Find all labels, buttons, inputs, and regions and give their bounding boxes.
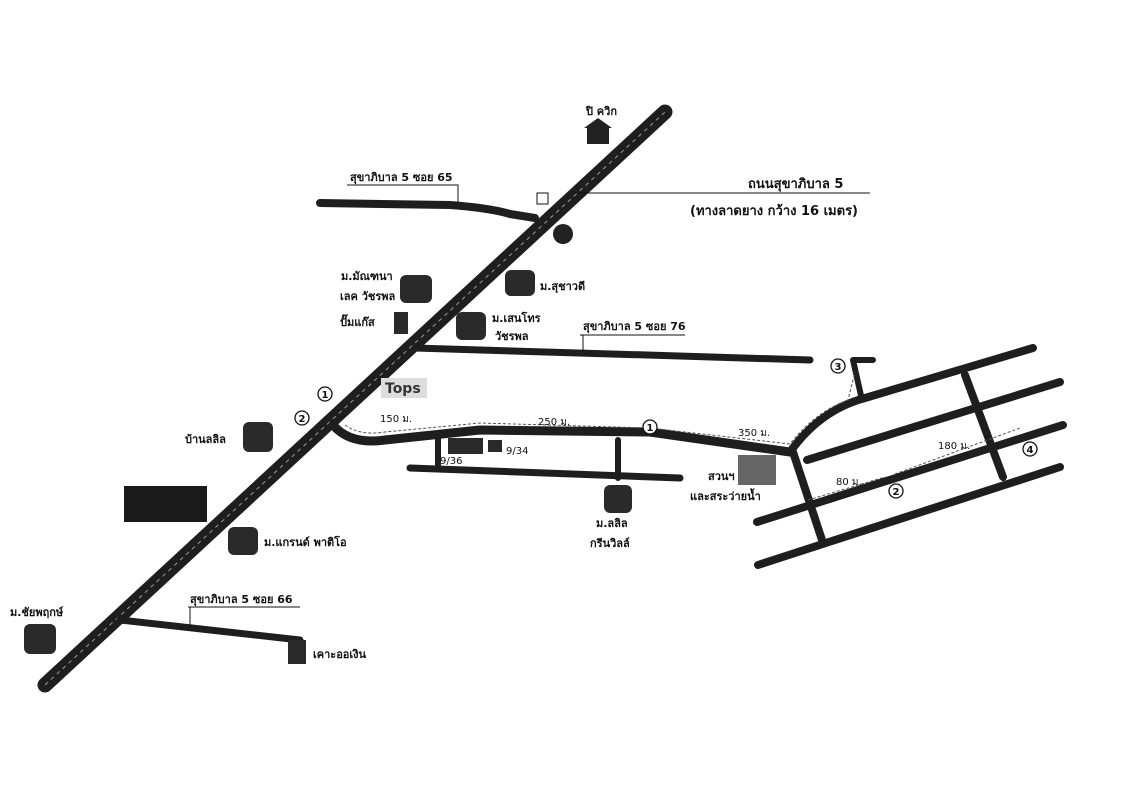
gas-station-icon [394,312,408,334]
svg-text:4: 4 [1027,445,1034,456]
marker-3: 3 [830,358,846,374]
street-labels: ถนนสุขาภิบาล 5 (ทางลาดยาง กว้าง 16 เมตร)… [188,171,870,627]
address-label: 9/34 [506,446,528,457]
svg-text:2: 2 [893,487,900,498]
marker-1: 1 [642,419,658,435]
village-icon [243,422,273,452]
tops-label: Tops [385,381,421,397]
main-road-note: (ทางลาดยาง กว้าง 16 เมตร) [690,203,858,219]
banlalil-label: บ้านลลิล [185,433,226,446]
main-road [37,104,673,693]
marker-2: 2 [888,483,904,499]
manthana-label-2: เลค วัชรพล [340,290,395,303]
building-icon [288,640,306,664]
gas-label: ปั๊มแก๊ส [340,314,375,329]
village-icon [400,275,432,303]
suchawadi-label: ม.สุชาวดี [540,280,585,294]
marker-1: 1 [317,386,333,402]
route-lines [344,371,1021,501]
village-icon [228,527,258,555]
main-road-name: ถนนสุขาภิบาล 5 [748,177,843,192]
chaiyaphruek-label: ม.ชัยพฤกษ์ [10,606,64,619]
distance-label: 150 ม. [380,414,412,425]
tops-logo [381,378,427,398]
billboard [124,486,207,522]
senthos-label-2: วัชรพล [495,330,529,343]
side-roads [116,199,1067,644]
marker-4: 4 [1022,441,1038,457]
marker-2: 2 [294,410,310,426]
park-label-1: สวนฯ [708,470,735,483]
park-label-2: และสระว่ายน้ำ [690,488,761,503]
distance-label: 250 ม. [538,417,570,428]
svg-text:1: 1 [322,390,329,401]
distance-label: 180 ม. [938,441,970,452]
village-icon [505,270,535,296]
kraoengern-label: เคาะออเงิน [313,648,367,661]
house-icon [448,438,483,454]
park-icon [738,455,776,485]
village-icon [24,624,56,654]
lalil-label-2: กรีนวิลล์ [590,537,630,550]
svg-text:2: 2 [299,414,306,425]
pquik-label: ปิ ควิก [585,105,617,118]
soi76-label: สุขาภิบาล 5 ซอย 76 [583,320,686,334]
village-icon [604,485,632,513]
village-icon [456,312,486,340]
svg-text:1: 1 [647,423,654,434]
distance-label: 350 ม. [738,428,770,439]
seven-eleven-icon [536,192,549,205]
svg-text:3: 3 [835,362,842,373]
shell-icon [553,224,573,244]
distance-label: 80 ม. [836,477,862,488]
address-label: 9/36 [440,456,462,467]
grandpatio-label: ม.แกรนด์ พาติโอ [264,535,347,549]
senthos-label-1: ม.เสนโทร [492,311,541,325]
manthana-label-1: ม.มัณฑนา [341,270,393,283]
soi66-label: สุขาภิบาล 5 ซอย 66 [190,593,293,607]
house-icon [488,440,502,452]
house-icon [584,118,612,144]
lalil-label-1: ม.ลลิล [596,517,628,530]
soi65-label: สุขาภิบาล 5 ซอย 65 [350,171,453,185]
